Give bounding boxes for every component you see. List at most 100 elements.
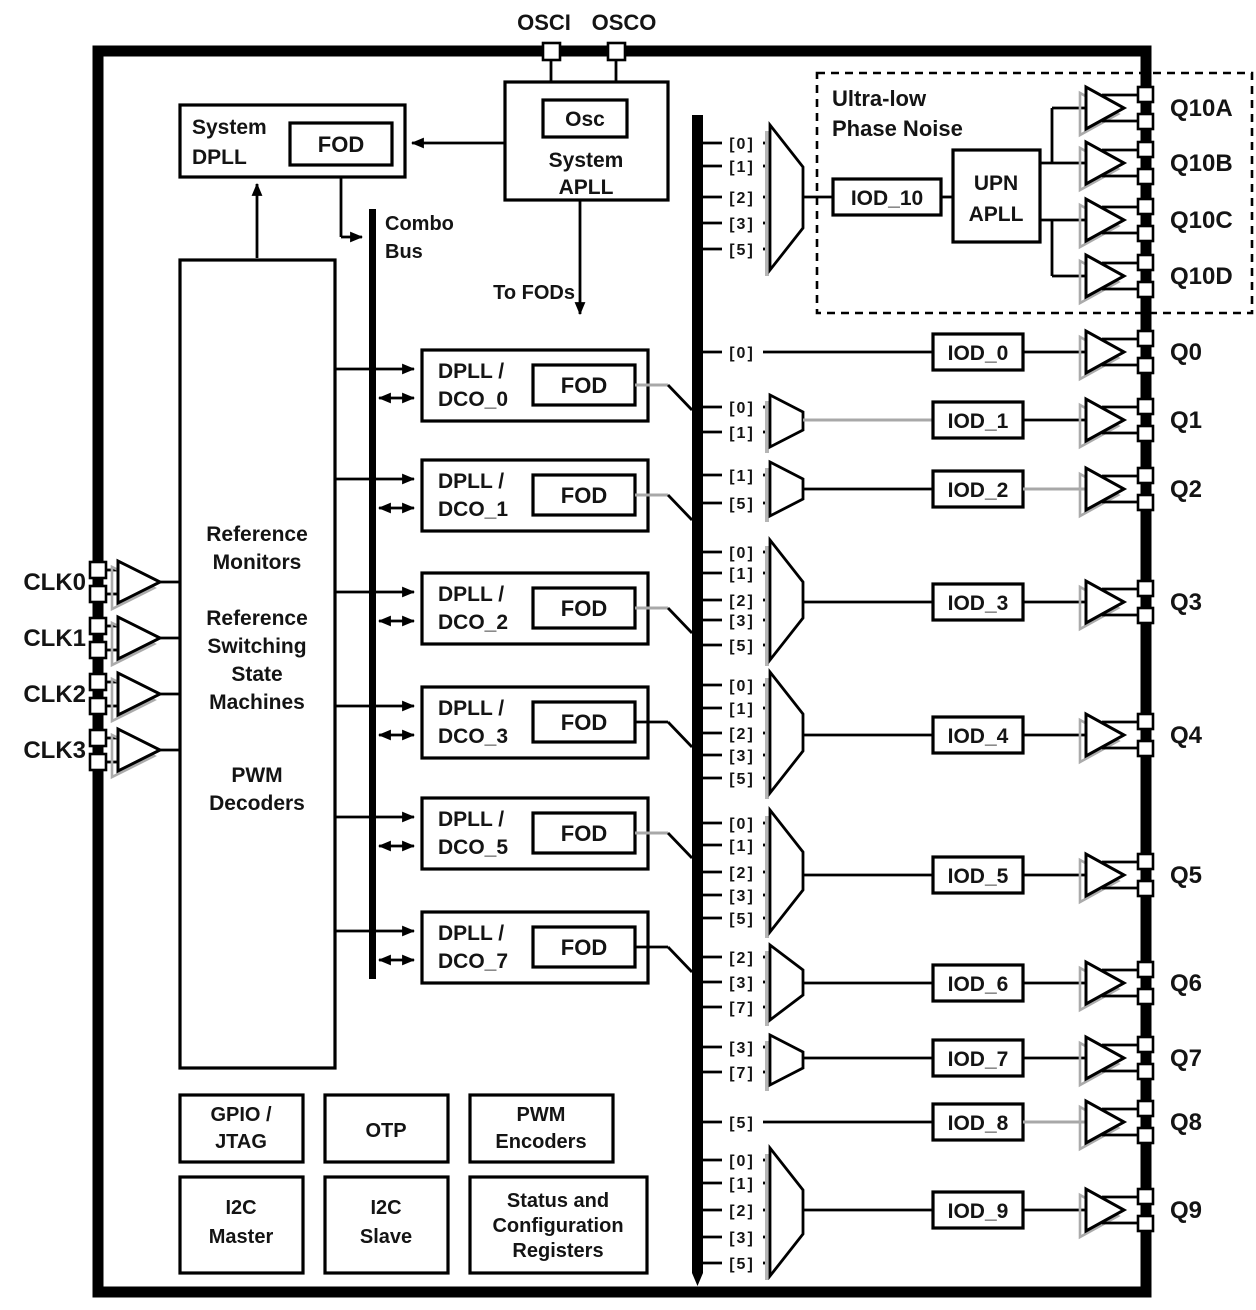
q4-input-label: [0] [729, 678, 755, 695]
q10a-output-buffer [1084, 84, 1128, 132]
q9-input-label: [2] [729, 1203, 755, 1220]
bottom-blocks: GPIO / JTAG OTP PWM Encoders I2C Master … [178, 1093, 649, 1275]
q1-mux [768, 392, 805, 450]
reference-block: Reference Monitors Reference Switching S… [178, 258, 337, 1070]
q10b-output-buffer [1084, 139, 1128, 187]
q2-pin-p [1136, 466, 1155, 485]
dco3-label-1: DPLL / [438, 697, 504, 720]
dpll-block-dco5: DPLL / DCO_5 FOD [335, 796, 694, 871]
q4-input-label: [1] [729, 701, 755, 718]
system-apll-label-2: APLL [559, 176, 614, 199]
status-config-label-3: Registers [512, 1240, 603, 1262]
q9-label: Q9 [1170, 1197, 1202, 1224]
q6-pin-p [1136, 960, 1155, 979]
q8-input-label: [5] [729, 1115, 755, 1132]
q3-mux [768, 535, 805, 665]
clk3-label: CLK3 [23, 737, 86, 764]
otp-box [323, 1093, 450, 1164]
q5-pin-p [1136, 852, 1155, 871]
oscillator-pins: OSCI OSCO [517, 10, 656, 82]
q3-input-label: [1] [729, 566, 755, 583]
osc-label: Osc [565, 108, 605, 131]
q10a-pin-n [1136, 112, 1155, 131]
q0-pin-n [1136, 356, 1155, 375]
gpio-jtag-label-1: GPIO / [210, 1104, 272, 1126]
q4-mux [768, 667, 805, 798]
status-config-label-1: Status and [507, 1190, 609, 1212]
q3-input-label: [3] [729, 613, 755, 630]
reference-line: State [231, 663, 282, 686]
reference-line: Decoders [209, 792, 305, 815]
output-row-q7: [3] [7] IOD_7 Q7 [703, 1032, 1202, 1091]
q3-pin-n [1136, 606, 1155, 625]
q6-input-label: [3] [729, 975, 755, 992]
q2-input-label: [1] [729, 468, 755, 485]
osci-pin-label: OSCI [517, 10, 571, 35]
upn-mux-input-label: [5] [729, 242, 755, 259]
q6-mux [768, 942, 805, 1023]
iod-2-label: IOD_2 [948, 479, 1009, 502]
system-dpll-fod-label: FOD [318, 132, 364, 157]
iod-8-label: IOD_8 [948, 1112, 1009, 1135]
reference-line: Switching [207, 635, 306, 658]
q3-label: Q3 [1170, 589, 1202, 616]
q5-input-label: [5] [729, 911, 755, 928]
upn-mux-input-label: [2] [729, 190, 755, 207]
q8-output-buffer [1084, 1098, 1128, 1146]
to-fods-label: To FODs [493, 282, 575, 304]
combo-bus: Combo Bus [369, 209, 454, 979]
upn-title-1: Ultra-low [832, 86, 927, 111]
output-row-q9: [0] [1] [2] [3] [5] IOD_9 Q9 [703, 1143, 1202, 1281]
q10d-pin-n [1136, 280, 1155, 299]
upn-dashed-box [815, 71, 1254, 315]
dpll-block-dco3: DPLL / DCO_3 FOD [335, 685, 694, 760]
iod-10-box [831, 177, 943, 217]
clk2-pin-p [88, 672, 108, 692]
dpll-block-dco2: DPLL / DCO_2 FOD [335, 571, 694, 646]
q3-pin-p [1136, 579, 1155, 598]
output-row-q8: [5] IOD_8 Q8 [703, 1098, 1202, 1152]
status-config-registers-box [468, 1175, 649, 1275]
dco2-label-1: DPLL / [438, 583, 504, 606]
iod-10-label: IOD_10 [851, 187, 923, 210]
q9-input-label: [3] [729, 1230, 755, 1247]
dco5-label-1: DPLL / [438, 808, 504, 831]
system-apll-label-1: System [549, 149, 624, 172]
q6-input-label: [7] [729, 1000, 755, 1017]
pwm-encoders-label-2: Encoders [495, 1131, 586, 1153]
dco3-fod-box [531, 700, 637, 744]
osco-pin [606, 41, 627, 62]
q2-mux [768, 459, 805, 519]
otp-label: OTP [365, 1120, 406, 1142]
dpll-block-dco1: DPLL / DCO_1 FOD [335, 458, 694, 533]
i2c-master-label-1: I2C [225, 1197, 256, 1219]
q4-pin-n [1136, 739, 1155, 758]
q9-input-label: [0] [729, 1153, 755, 1170]
clk-input-clk2: CLK2 [23, 670, 180, 724]
q5-input-label: [0] [729, 816, 755, 833]
clk1-input-buffer [116, 614, 164, 662]
dco1-fod-label: FOD [561, 483, 607, 508]
q0-output-buffer [1084, 328, 1128, 376]
dco5-fod-label: FOD [561, 821, 607, 846]
i2c-master-label-2: Master [209, 1226, 274, 1248]
iod-6-label: IOD_6 [948, 973, 1009, 996]
q9-pin-n [1136, 1214, 1155, 1233]
dco7-fod-label: FOD [561, 935, 607, 960]
pwm-encoders-box [468, 1093, 615, 1164]
clk0-pin-p [88, 560, 108, 580]
upn-mux-input-label: [0] [729, 136, 755, 153]
q10d-label: Q10D [1170, 263, 1233, 290]
q1-pin-n [1136, 424, 1155, 443]
q10c-pin-n [1136, 224, 1155, 243]
clk-input-clk1: CLK1 [23, 614, 180, 668]
iod-4-box [931, 715, 1025, 755]
q10b-pin-n [1136, 167, 1155, 186]
system-dpll-fod-box [288, 121, 394, 167]
i2c-slave-label-2: Slave [360, 1226, 412, 1248]
q9-input-label: [1] [729, 1176, 755, 1193]
q9-pin-p [1136, 1187, 1155, 1206]
q2-pin-n [1136, 493, 1155, 512]
output-bus-line [692, 115, 703, 1273]
q10a-label: Q10A [1170, 95, 1233, 122]
